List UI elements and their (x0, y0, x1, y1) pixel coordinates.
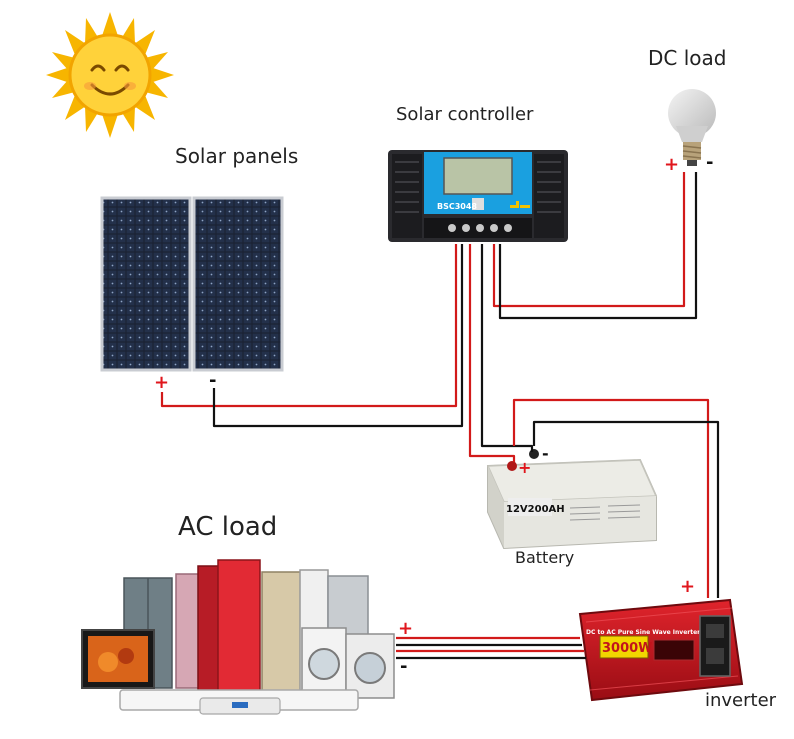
battery-rating-text: 12V200AH (506, 504, 565, 515)
inverter-positive-wire (512, 398, 710, 598)
dc-load-label: DC load (648, 46, 727, 70)
inverter-power-text: 3000W (602, 641, 653, 656)
panel-positive-wire (160, 244, 458, 408)
inverter-title-text: DC to AC Pure Sine Wave Inverter (586, 629, 700, 636)
battery-negative-wire (480, 244, 534, 452)
inverter-label: inverter (705, 690, 777, 711)
solar-panel-right (192, 196, 284, 372)
dc-load-negative-marker: - (706, 152, 714, 173)
dc-load-bulb-icon (668, 89, 716, 166)
battery-negative-marker: - (542, 444, 549, 463)
solar-panel-array (100, 196, 284, 372)
panel-positive-marker: + (154, 372, 170, 393)
battery-label: Battery (515, 548, 575, 567)
inverter-positive-marker: + (680, 576, 696, 597)
ac-load-appliances (81, 559, 395, 715)
dc-load-positive-wire (492, 172, 686, 308)
battery-device: 12V200AH (486, 449, 658, 550)
sun-icon (46, 12, 174, 138)
ac-negative-marker: - (400, 656, 408, 677)
solar-panel-left (100, 196, 192, 372)
dc-load-negative-wire (498, 172, 698, 320)
solar-panels-label: Solar panels (175, 144, 299, 168)
battery-positive-wire (468, 244, 516, 462)
solar-controller-label: Solar controller (396, 104, 534, 125)
wiring (160, 172, 720, 660)
ac-positive-marker: + (398, 618, 414, 639)
controller-model-text: BSC3048 (437, 202, 477, 211)
battery-positive-terminal (507, 461, 517, 471)
inverter-negative-wire (532, 420, 720, 598)
panel-negative-wire (212, 244, 464, 428)
ac-load-label: AC load (178, 512, 278, 542)
solar-controller-device: BSC3048 (388, 150, 568, 242)
panel-negative-marker: - (209, 370, 217, 391)
inverter-device: 3000W DC to AC Pure Sine Wave Inverter (578, 598, 744, 702)
dc-load-positive-marker: + (664, 154, 680, 175)
battery-positive-marker: + (518, 458, 532, 477)
